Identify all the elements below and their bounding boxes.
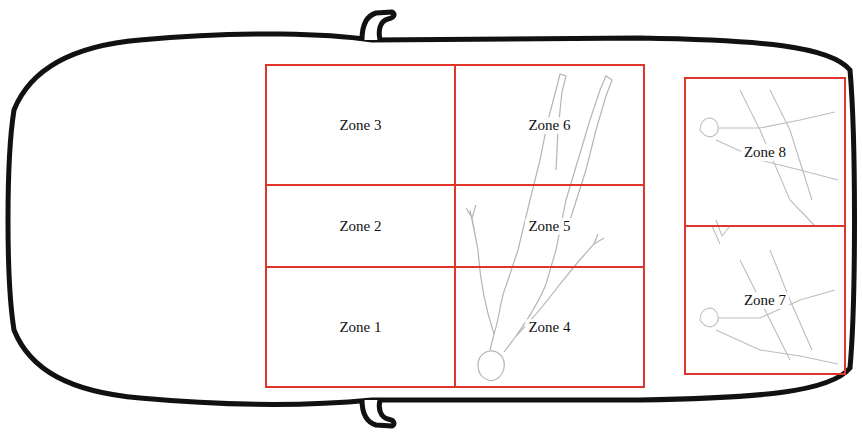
zone-label: Zone 2 xyxy=(336,218,384,235)
zone-label: Zone 5 xyxy=(525,218,573,235)
human-figure xyxy=(700,90,838,364)
zone-label: Zone 7 xyxy=(741,292,789,309)
car-body xyxy=(8,34,855,404)
zone-box: Zone 6 xyxy=(454,64,645,186)
zone-label: Zone 1 xyxy=(336,319,384,336)
zone-box: Zone 8 xyxy=(684,77,846,227)
zone-label: Zone 8 xyxy=(741,144,789,161)
zone-label: Zone 3 xyxy=(336,117,384,134)
zone-label: Zone 6 xyxy=(525,117,573,134)
zone-box: Zone 4 xyxy=(454,266,645,388)
zone-box: Zone 3 xyxy=(265,64,456,186)
side-mirror xyxy=(362,400,394,426)
zone-label: Zone 4 xyxy=(525,319,573,336)
human-figure xyxy=(466,74,612,381)
zone-box: Zone 5 xyxy=(454,184,645,268)
zone-box: Zone 1 xyxy=(265,266,456,388)
side-mirror xyxy=(362,12,394,40)
zone-box: Zone 7 xyxy=(684,225,846,375)
zone-box: Zone 2 xyxy=(265,184,456,268)
